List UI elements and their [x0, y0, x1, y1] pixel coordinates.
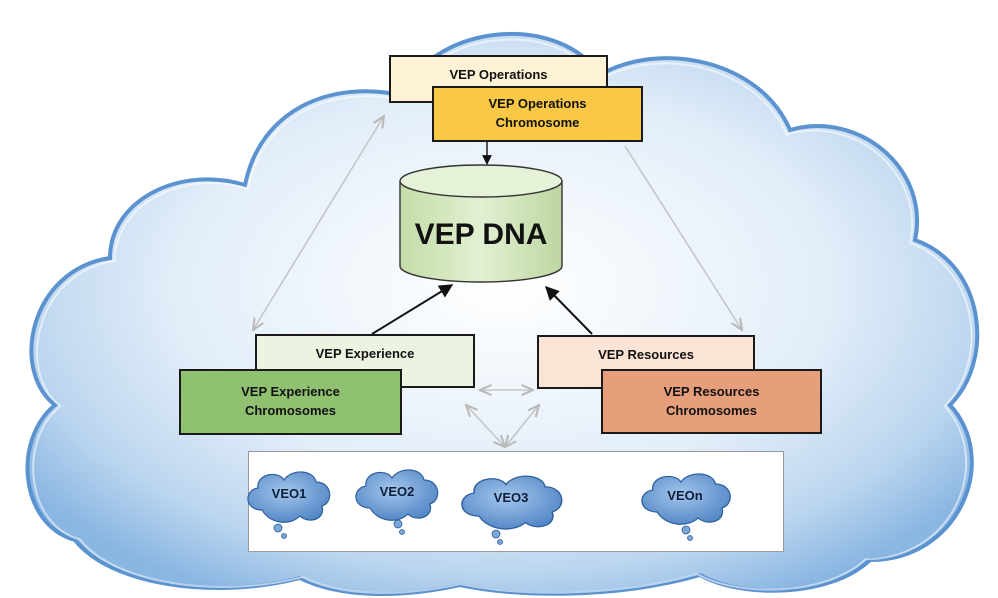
- veo3-label: VEO3: [493, 490, 529, 505]
- veon-label: VEOn: [667, 488, 703, 503]
- vep-operations-label: VEP Operations: [449, 67, 548, 82]
- vep-operations-chromosome-line1: VEP Operations: [488, 96, 587, 112]
- vep-experience-label: VEP Experience: [315, 346, 415, 361]
- veo1-label: VEO1: [271, 486, 307, 501]
- connector-arrows-light: [253, 116, 742, 447]
- vep-resources-label: VEP Resources: [598, 347, 694, 362]
- resources-to-dna-arrow: [545, 285, 593, 335]
- dna-cylinder: [399, 164, 563, 283]
- ops-experience-connector: [253, 116, 384, 330]
- ops-resources-connector: [624, 145, 742, 330]
- vep-experience-chromosomes-line1: VEP Experience: [241, 384, 340, 400]
- experience-to-dna-arrow: [371, 284, 454, 335]
- vep-resources-chromosomes-line1: VEP Resources: [663, 383, 760, 399]
- vep-operations-chromosome-box: VEP Operations Chromosome: [432, 86, 643, 142]
- vep-experience-chromosomes-box: VEP Experience Chromosomes: [179, 369, 402, 435]
- vep-operations-chromosome-line2: Chromosome: [495, 115, 580, 130]
- connector-arrows-dark: [371, 142, 593, 335]
- resources-veo-connector: [505, 405, 539, 447]
- vep-dna-label: VEP DNA: [414, 218, 548, 251]
- experience-veo-connector: [466, 405, 505, 447]
- veo2-label: VEO2: [379, 484, 415, 499]
- vep-experience-chromosomes-line2: Chromosomes: [244, 403, 336, 418]
- vep-resources-chromosomes-box: VEP Resources Chromosomes: [601, 369, 822, 434]
- vep-resources-chromosomes-line2: Chromosomes: [665, 402, 758, 418]
